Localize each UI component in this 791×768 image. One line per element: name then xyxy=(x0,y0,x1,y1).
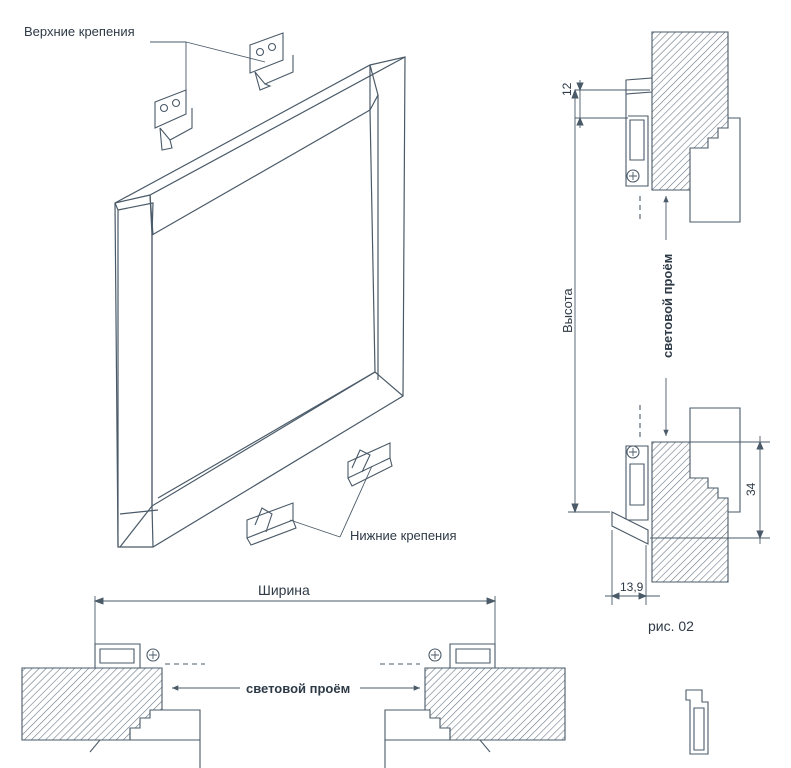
dimension-12 xyxy=(575,80,650,128)
bottom-mount-clip-right xyxy=(347,442,393,487)
height-dimension xyxy=(568,88,610,514)
bottom-mounts-label: Нижние крепения xyxy=(350,528,457,543)
wall-section-top xyxy=(625,31,741,223)
profile-detail xyxy=(685,689,709,755)
top-mount-clip-right xyxy=(249,32,294,91)
dimension-34 xyxy=(650,436,770,544)
height-label: Высота xyxy=(560,288,575,333)
light-opening-vertical-label: световой проём xyxy=(660,253,675,358)
frame-isometric xyxy=(114,56,406,548)
width-dimension xyxy=(93,596,497,652)
wall-section-left xyxy=(21,643,205,768)
top-mount-clip-left xyxy=(154,89,193,151)
light-opening-label: световой проём xyxy=(246,681,351,696)
width-label: Ширина xyxy=(258,582,310,598)
wall-section-bottom xyxy=(611,405,741,583)
dimension-13-9-label: 13,9 xyxy=(620,580,644,594)
top-mounts-label: Верхние крепения xyxy=(24,24,135,39)
wall-section-right xyxy=(380,643,566,768)
figure-label: рис. 02 xyxy=(648,618,694,634)
bottom-mount-clip-left xyxy=(246,502,297,546)
dimension-12-label: 12 xyxy=(560,82,574,96)
dimension-34-label: 34 xyxy=(744,482,758,496)
dimension-13-9 xyxy=(605,530,660,605)
